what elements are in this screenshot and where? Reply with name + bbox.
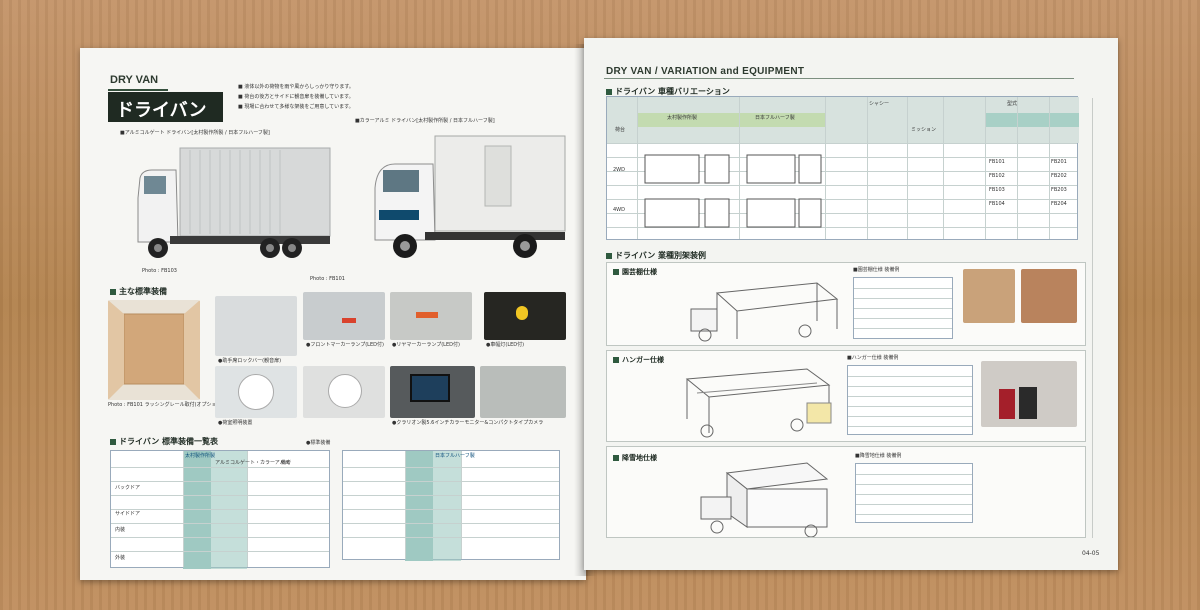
table-head-taimura: 太村製作所製	[185, 453, 216, 459]
table-head-aluminum: アルミコルゲート・カラーアルミ	[215, 460, 290, 466]
example-garden-subtitle: ■園芸棚仕様 装備例	[853, 267, 900, 273]
deck-dimension-diagram-2	[746, 154, 822, 228]
right-page-header: DRY VAN / VARIATION and EQUIPMENT	[606, 66, 805, 77]
switch-panel-icon-2	[328, 374, 362, 408]
var-head-deck: 荷台	[615, 127, 626, 133]
right-header-rule	[604, 78, 1074, 79]
section-variation: ドライバン 車種バリエーション	[606, 86, 730, 97]
catalog-right-page: DRY VAN / VARIATION and EQUIPMENT ドライバン …	[584, 38, 1118, 570]
intro-bullet-3: ■ 現場に合わせて多様な架装をご用意しています。	[238, 104, 354, 110]
standard-equipment-table-1: 太村製作所製 アルミコルゲート・カラーアルミ 備考 バックドア サイドドア 内装…	[110, 450, 330, 569]
garden-photo-1	[963, 269, 1015, 323]
equip-photo-front-marker	[303, 292, 385, 340]
switch-panel-icon	[238, 374, 274, 410]
intro-bullet-1: ■ 液体以外の荷物を雨や風からしっかり守ります。	[238, 84, 354, 90]
catalog-left-page: DRY VAN ドライバン ■ 液体以外の荷物を雨や風からしっかり守ります。 ■…	[80, 48, 586, 580]
code-fb103: FB103	[989, 187, 1005, 193]
hanger-garment-red	[999, 389, 1015, 419]
code-fb204: FB204	[1051, 201, 1067, 207]
code-fb201: FB201	[1051, 159, 1067, 165]
snow-equipment-table	[855, 463, 973, 523]
equip-caption-monitor: ●クラリオン製5.6インチカラーモニター&コンパクトタイプカメラ	[392, 420, 544, 426]
example-hanger: ハンガー仕様 ■ハンガー仕様 装備例	[606, 350, 1086, 442]
equip-photo-lockbar	[215, 296, 297, 356]
photo-label-fb101: Photo : FB101	[310, 276, 345, 282]
example-snow-subtitle: ■降雪地仕様 装備例	[855, 453, 902, 459]
var-head-taimura: 太村製作所製	[667, 115, 698, 121]
intro-bullet-2: ■ 荷台の後方とサイドに観音扉を装備しています。	[238, 94, 354, 100]
truck-photo-color-aluminum	[374, 135, 566, 258]
row-label-sidedoor: サイドドア	[115, 511, 141, 517]
row-label-backdoor: バックドア	[115, 485, 141, 491]
table-head-notes: 備考	[281, 460, 292, 466]
equip-caption-lockbar: ●助手席ロックバー(観音扉)	[218, 358, 282, 364]
front-marker-lamp-icon	[342, 318, 356, 323]
equip-caption-side-lamp: ●車幅灯(LED付)	[486, 342, 525, 348]
photo-label-fb103: Photo : FB103	[142, 268, 177, 274]
code-fb104: FB104	[989, 201, 1005, 207]
section-examples: ドライバン 業種別架装例	[606, 250, 706, 261]
right-margin-rule	[1092, 98, 1093, 538]
equip-caption-light: ●荷室照明装置	[218, 420, 253, 426]
example-snow-title: 降雪地仕様	[613, 453, 657, 463]
page-title: ドライバン	[116, 100, 207, 121]
example-hanger-title: ハンガー仕様	[613, 355, 664, 365]
var-head-chassis: シャシー	[869, 101, 890, 107]
table-badge: ●標準装備	[306, 440, 331, 446]
cargo-interior-photo	[108, 300, 200, 400]
deck-dimension-diagram-1	[644, 154, 730, 228]
code-fb203: FB203	[1051, 187, 1067, 193]
garden-shelf-diagram	[690, 282, 839, 342]
example-snow-region: 降雪地仕様 ■降雪地仕様 装備例	[606, 446, 1086, 538]
hanger-garment-dark	[1019, 387, 1037, 419]
equip-caption-front-marker: ●フロントマーカーランプ(LED付)	[306, 342, 384, 348]
photo-label-rashing: Photo : FB101 ラッシングレール取付(オプション)	[108, 402, 224, 408]
example-garden-title: 園芸棚仕様	[613, 267, 657, 277]
example-hanger-subtitle: ■ハンガー仕様 装備例	[847, 355, 899, 361]
section-standard-equipment: 主な標準装備	[110, 286, 167, 297]
title-band	[108, 92, 223, 122]
caption-corrugated: ■アルミコルゲート ドライバン[太村製作所製 / 日本フルハーフ製]	[120, 130, 270, 136]
var-row-2wd: 2WD	[613, 167, 625, 173]
equip-caption-rear-marker: ●リヤマーカーランプ(LED付)	[392, 342, 460, 348]
snow-region-diagram	[700, 462, 829, 537]
section-standard-list: ドライバン 標準装備一覧表	[110, 436, 218, 447]
truck-photo-corrugated	[137, 147, 331, 258]
page-number: 04-05	[1082, 550, 1100, 557]
code-fb202: FB202	[1051, 173, 1067, 179]
hanger-diagram	[685, 368, 832, 438]
row-label-exterior: 外装	[115, 555, 126, 561]
code-fb102: FB102	[989, 173, 1005, 179]
example-garden-shelf: 園芸棚仕様 ■園芸棚仕様 装備例	[606, 262, 1086, 346]
standard-equipment-table-2: 日本フルハーフ製	[342, 450, 560, 561]
rear-marker-lamp-icon	[416, 312, 438, 318]
left-page-header: DRY VAN	[110, 74, 159, 86]
side-lamp-icon	[516, 306, 528, 320]
var-head-mission: ミッション	[911, 127, 937, 133]
equip-photo-camera	[480, 366, 566, 418]
code-fb101: FB101	[989, 159, 1005, 165]
garden-photo-2	[1021, 269, 1077, 323]
garden-equipment-table	[853, 277, 953, 339]
var-row-4wd: 4WD	[613, 207, 625, 213]
var-head-model: 型式	[1007, 101, 1018, 107]
row-label-interior: 内装	[115, 527, 126, 533]
table2-head-fullhalf: 日本フルハーフ製	[435, 453, 475, 459]
var-head-fullhalf: 日本フルハーフ製	[755, 115, 795, 121]
variation-table: 荷台 太村製作所製 日本フルハーフ製 シャシー 型式 ミッション 2WD 4WD…	[606, 96, 1079, 240]
header-underline	[108, 89, 168, 91]
caption-color-aluminum: ■カラーアルミ ドライバン[太村製作所製 / 日本フルハーフ製]	[355, 118, 495, 124]
hanger-equipment-table	[847, 365, 973, 435]
monitor-icon	[410, 374, 450, 402]
